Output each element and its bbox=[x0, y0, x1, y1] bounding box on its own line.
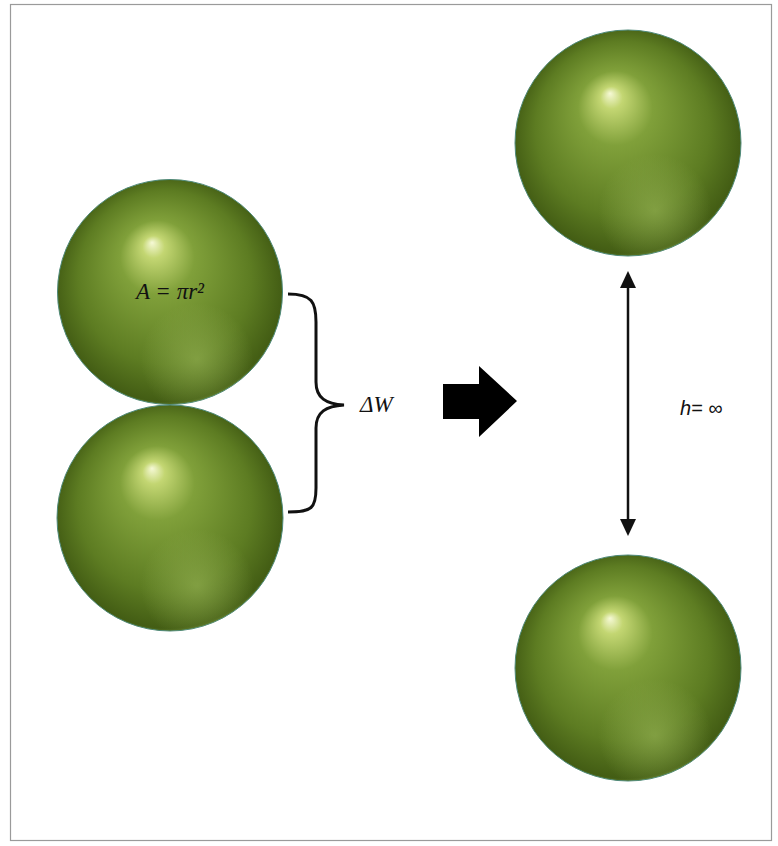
distance-arrow bbox=[620, 271, 636, 536]
process-arrow bbox=[443, 366, 517, 437]
frame bbox=[11, 5, 772, 841]
sphere bbox=[57, 405, 283, 631]
sphere bbox=[515, 30, 741, 256]
curly-bracket bbox=[288, 294, 344, 512]
sphere bbox=[515, 555, 741, 781]
work-label: ΔW bbox=[360, 392, 393, 418]
formula-text: A = πr² bbox=[136, 279, 204, 305]
distance-label: h= ∞ bbox=[680, 397, 723, 420]
sphere-node: A = πr² bbox=[57, 179, 283, 405]
